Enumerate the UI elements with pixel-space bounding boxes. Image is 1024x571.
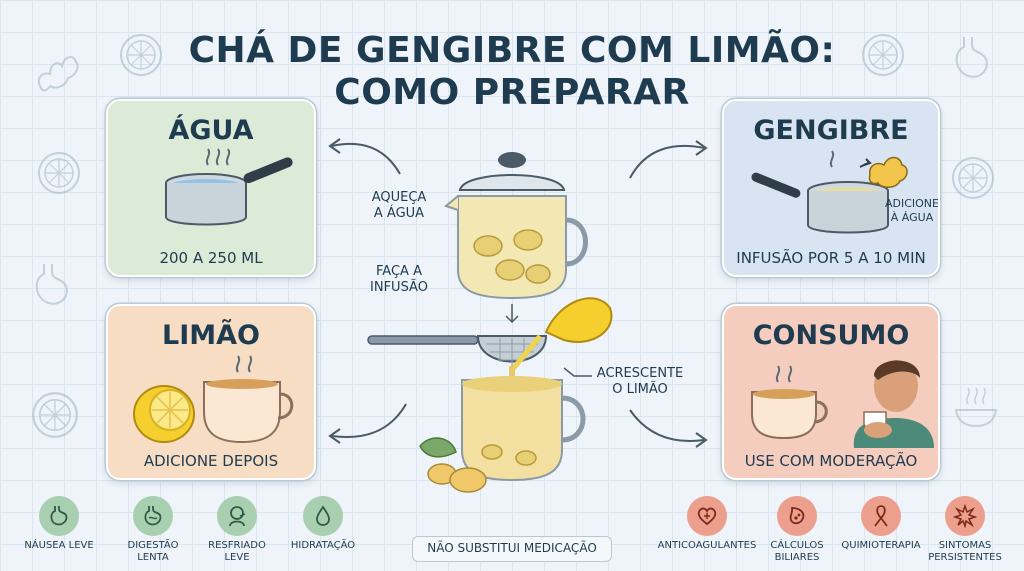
gengibre-note: ADICIONE À ÁGUA [882,197,939,225]
card-gengibre-title: GENGIBRE [753,115,909,146]
caution-chemotherapy: QUIMIOTERAPIA [836,496,926,552]
step-infusion-line-2: INFUSÃO [370,280,428,295]
benefit-label: HIDRATAÇÃO [290,540,356,551]
benefit-label-line-2: LEVE [224,552,250,563]
water-drop-icon [303,496,343,536]
title-line-2: COMO PREPARAR [334,72,690,113]
gengibre-note-line-1: ADICIONE [884,197,939,210]
card-gengibre-caption: INFUSÃO POR 5 A 10 MIN [736,249,926,267]
step-infusion-line-1: FAÇA A [376,264,422,279]
benefit-nausea: NÁUSEA LEVE [14,496,104,552]
saucepan-icon [165,148,293,226]
step-heat-line-2: A ÁGUA [373,206,425,221]
step-lemon-line-1: ACRESCENTE [596,366,684,381]
card-agua: ÁGUA 200 A 250 ML [106,99,316,277]
benefit-digestion: DIGESTÃO LENTA [108,496,198,564]
digestion-icon [133,496,173,536]
caution-label: CÁLCULOS [770,540,824,551]
card-agua-caption: 200 A 250 ML [159,249,263,267]
ribbon-icon [861,496,901,536]
arrow-left-top-icon [328,138,401,175]
saucepan-with-ginger-icon [751,150,908,234]
step-heat-water: AQUEÇA A ÁGUA [366,190,432,222]
tea-preparation-illustration [367,152,613,493]
lemon-slice-decor-icon [38,152,80,194]
arrow-left-bottom-icon [328,403,407,444]
bowl-decor-icon [954,387,998,428]
lemon-slice-decor-icon [32,392,78,438]
card-consumo: CONSUMO USE COM MODERAÇÃO [722,304,940,480]
benefit-hydration: HIDRATAÇÃO [278,496,368,552]
benefit-label: NÁUSEA LEVE [24,540,94,551]
step-add-lemon: ACRESCENTE O LIMÃO [592,366,688,398]
benefit-label: DIGESTÃO [127,540,179,551]
alert-burst-icon [945,496,985,536]
caution-label: ANTICOAGULANTES [657,540,757,551]
lemon-slice-decor-icon [952,157,994,199]
gengibre-note-line-2: À ÁGUA [890,211,934,224]
card-consumo-caption: USE COM MODERAÇÃO [744,452,918,470]
cold-icon [217,496,257,536]
heart-pill-icon [687,496,727,536]
warning-badge: NÃO SUBSTITUI MEDICAÇÃO [412,536,612,562]
card-agua-title: ÁGUA [168,115,254,146]
caution-anticoagulants: ANTICOAGULANTES [652,496,762,552]
card-limao-caption: ADICIONE DEPOIS [143,452,279,470]
caution-label: QUIMIOTERAPIA [841,540,921,551]
pointer-line-lemon-icon [563,367,592,377]
lemon-and-cup-icon [133,355,294,444]
caution-persistent-symptoms: SINTOMAS PERSISTENTES [920,496,1010,564]
card-limao: LIMÃO ADICIONE DEPOIS [106,304,316,480]
step-lemon-line-2: O LIMÃO [612,382,668,397]
page-title: CHÁ DE GENGIBRE COM LIMÃO: COMO PREPARAR [0,30,1024,114]
title-line-1: CHÁ DE GENGIBRE COM LIMÃO: [188,30,836,71]
ginger-decor-icon [38,56,79,92]
stomach-icon [39,496,79,536]
benefit-label: RESFRIADO [208,540,266,551]
benefit-label-line-2: LENTA [137,552,169,563]
caution-gallstones: CÁLCULOS BILIARES [752,496,842,564]
lemon-slice-decor-icon [862,34,904,76]
stomach-decor-icon [35,264,68,305]
gallbladder-icon [777,496,817,536]
step-heat-line-1: AQUEÇA [371,190,427,205]
benefit-cold: RESFRIADO LEVE [192,496,282,564]
card-gengibre: GENGIBRE ADICIONE À ÁGUA INFUSÃO POR 5 A… [722,99,940,277]
arrow-right-top-icon [629,140,708,179]
caution-label-line-2: BILIARES [774,552,820,563]
arrow-right-bottom-icon [629,409,708,448]
step-infusion: FAÇA A INFUSÃO [366,264,432,296]
card-consumo-title: CONSUMO [752,320,910,351]
card-limao-title: LIMÃO [162,320,260,351]
stomach-decor-icon [955,37,988,78]
person-drinking-tea-icon [751,360,934,448]
caution-label-line-2: PERSISTENTES [928,552,1002,563]
caution-label: SINTOMAS [938,540,992,551]
lemon-slice-decor-icon [120,34,162,76]
